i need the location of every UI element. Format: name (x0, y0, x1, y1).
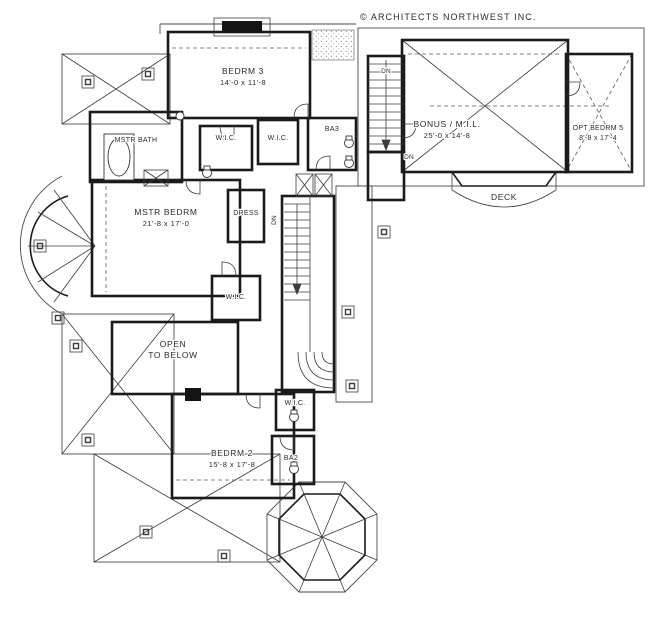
stair-label-dn-center: DN (271, 215, 278, 225)
open-to-below-line1: OPEN (160, 339, 187, 349)
roof-outlines (61, 23, 645, 563)
stair-label-dn-top: DN (381, 68, 391, 75)
dashed-ridge-lines (105, 47, 633, 481)
roof-hip-lines (61, 39, 569, 563)
room-dims-bedrm3: 14'-0 x 11'-8 (220, 78, 266, 87)
room-label-bonus: BONUS / M.I.L. (414, 119, 481, 129)
room-label-wic1: W.I.C. (216, 135, 237, 142)
fireplace (185, 388, 201, 401)
room-dims-bonus: 25'-0 x 14'-8 (424, 131, 471, 140)
room-dims-bedrm2: 15'-8 x 17'-8 (209, 460, 256, 469)
shower (143, 169, 169, 187)
deck-outline (451, 171, 557, 208)
curved-bay (19, 175, 96, 315)
room-dims-opt-bedrm5: 8'-8 x 17'-4 (579, 135, 617, 142)
room-dims-mstr-bedrm: 21'-8 x 17'-0 (143, 219, 190, 228)
room-label-mstr-bedrm: MSTR BEDRM (134, 207, 197, 217)
hatched-roof-area (311, 29, 355, 61)
room-label-mstr-bath: MSTR BATH (115, 137, 158, 144)
copyright-text: © ARCHITECTS NORTHWEST INC. (360, 12, 537, 22)
exterior-walls (88, 30, 634, 500)
room-label-wic4: W.I.C. (285, 400, 306, 407)
room-label-dress: DRESS (233, 210, 259, 217)
doors (185, 81, 581, 451)
sink (175, 111, 185, 121)
room-label-wic2: W.I.C. (268, 135, 289, 142)
stairs-center (284, 196, 335, 389)
fixtures (103, 111, 354, 474)
open-to-below-line2: TO BELOW (148, 350, 198, 360)
room-label-ba2: BA2 (284, 455, 298, 462)
room-label-wic3: W.I.C. (226, 294, 247, 301)
stair-label-dn-hall: DN (404, 154, 414, 161)
room-label-bedrm2: BEDRM 2 (211, 448, 253, 458)
room-label-ba3: BA3 (325, 126, 339, 133)
stair-bay-windows (295, 173, 333, 197)
toilets (202, 135, 354, 474)
chimney (213, 17, 271, 37)
turret-octagon (266, 481, 378, 593)
room-label-opt-bedrm5: OPT BEDRM 5 (573, 125, 624, 132)
room-label-bedrm3: BEDRM 3 (222, 66, 264, 76)
column-markers (33, 67, 391, 563)
deck-label: DECK (491, 192, 517, 202)
stairs-top (368, 60, 404, 152)
